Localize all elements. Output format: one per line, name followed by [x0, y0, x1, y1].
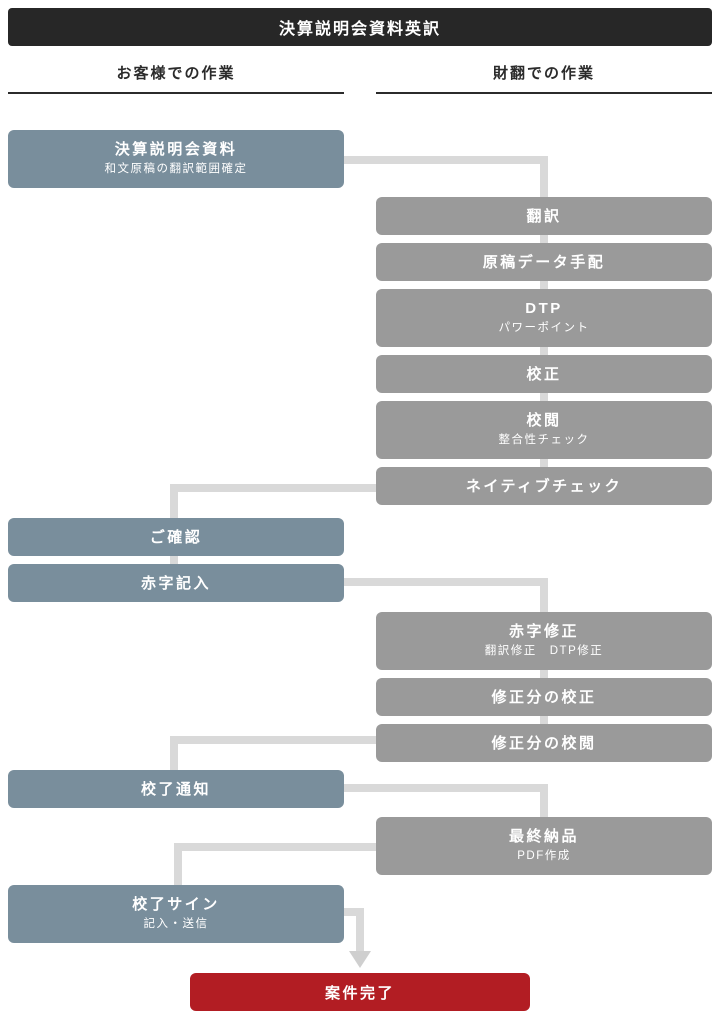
step-case-complete: 案件完了 [190, 973, 530, 1011]
step-proofreading: 校正 [376, 355, 712, 393]
connector-translation-to-dataprep [540, 235, 548, 245]
connector-notice-to-delivery-h [344, 784, 548, 792]
step-proof-sign-label: 校了サイン [132, 896, 220, 914]
step-native-check: ネイティブチェック [376, 467, 712, 505]
step-proof-sign: 校了サイン 記入・送信 [8, 885, 344, 943]
step-data-prep-label: 原稿データ手配 [482, 253, 606, 271]
connector-redline-entry-to-redline-fix-h [344, 578, 548, 586]
step-proofreading-label: 校正 [526, 365, 562, 383]
step-materials: 決算説明会資料 和文原稿の翻訳範囲確定 [8, 130, 344, 188]
step-review-label: 校閲 [526, 412, 562, 430]
column-rule-vendor [376, 92, 712, 94]
step-proof-complete-notice: 校了通知 [8, 770, 344, 808]
step-redline-entry: 赤字記入 [8, 564, 344, 602]
step-review: 校閲 整合性チェック [376, 401, 712, 459]
step-fix-proofreading: 修正分の校正 [376, 678, 712, 716]
step-dtp: DTP パワーポイント [376, 289, 712, 347]
step-proof-complete-notice-label: 校了通知 [140, 780, 211, 798]
connector-proofreading-to-review [540, 393, 548, 403]
connector-materials-to-translation-v [540, 156, 548, 201]
step-review-sub: 整合性チェック [498, 434, 590, 447]
step-proof-sign-sub: 記入・送信 [143, 918, 209, 931]
step-final-delivery: 最終納品 PDF作成 [376, 817, 712, 875]
arrow-down-icon [349, 951, 371, 968]
connector-delivery-to-sign-v [174, 843, 182, 887]
step-final-delivery-label: 最終納品 [508, 828, 579, 846]
connector-sign-to-complete-v [356, 908, 364, 953]
connector-fix-review-to-notice-v [170, 736, 178, 772]
step-redline-fix-label: 赤字修正 [508, 623, 579, 641]
step-materials-label: 決算説明会資料 [114, 141, 238, 159]
step-fix-review-label: 修正分の校閲 [491, 734, 597, 752]
connector-delivery-to-sign-h [174, 843, 376, 851]
step-confirmation: ご確認 [8, 518, 344, 556]
step-dtp-label: DTP [525, 300, 563, 318]
connector-redline-fix-to-fix-proofreading [540, 670, 548, 680]
connector-materials-to-translation-h [344, 156, 548, 164]
column-header-vendor: 財翻での作業 [492, 65, 595, 82]
step-redline-fix: 赤字修正 翻訳修正 DTP修正 [376, 612, 712, 670]
column-header-customer: お客様での作業 [116, 65, 236, 82]
column-rule-customer [8, 92, 344, 94]
step-final-delivery-sub: PDF作成 [517, 850, 571, 863]
connector-fix-proofreading-to-fix-review [540, 716, 548, 726]
step-native-check-label: ネイティブチェック [465, 477, 623, 495]
connector-nativecheck-to-confirmation-h [170, 484, 376, 492]
step-redline-entry-label: 赤字記入 [140, 574, 211, 592]
step-confirmation-label: ご確認 [149, 528, 203, 546]
connector-redline-entry-to-redline-fix-v [540, 578, 548, 614]
step-fix-proofreading-label: 修正分の校正 [491, 688, 597, 706]
connector-dtp-to-proofreading [540, 347, 548, 357]
step-data-prep: 原稿データ手配 [376, 243, 712, 281]
connector-fix-review-to-notice-h [170, 736, 376, 744]
page-title: 決算説明会資料英訳 [8, 8, 712, 46]
step-fix-review: 修正分の校閲 [376, 724, 712, 762]
step-translation: 翻訳 [376, 197, 712, 235]
step-translation-label: 翻訳 [526, 207, 562, 225]
connector-review-to-nativecheck [540, 459, 548, 469]
connector-dataprep-to-dtp [540, 281, 548, 291]
connector-sign-to-complete-h [344, 908, 364, 916]
step-materials-sub: 和文原稿の翻訳範囲確定 [104, 163, 248, 176]
connector-confirmation-to-redline-entry [170, 556, 178, 566]
step-dtp-sub: パワーポイント [498, 322, 590, 335]
connector-nativecheck-to-confirmation-v [170, 484, 178, 520]
step-redline-fix-sub: 翻訳修正 DTP修正 [484, 645, 604, 658]
connector-notice-to-delivery-v [540, 784, 548, 819]
